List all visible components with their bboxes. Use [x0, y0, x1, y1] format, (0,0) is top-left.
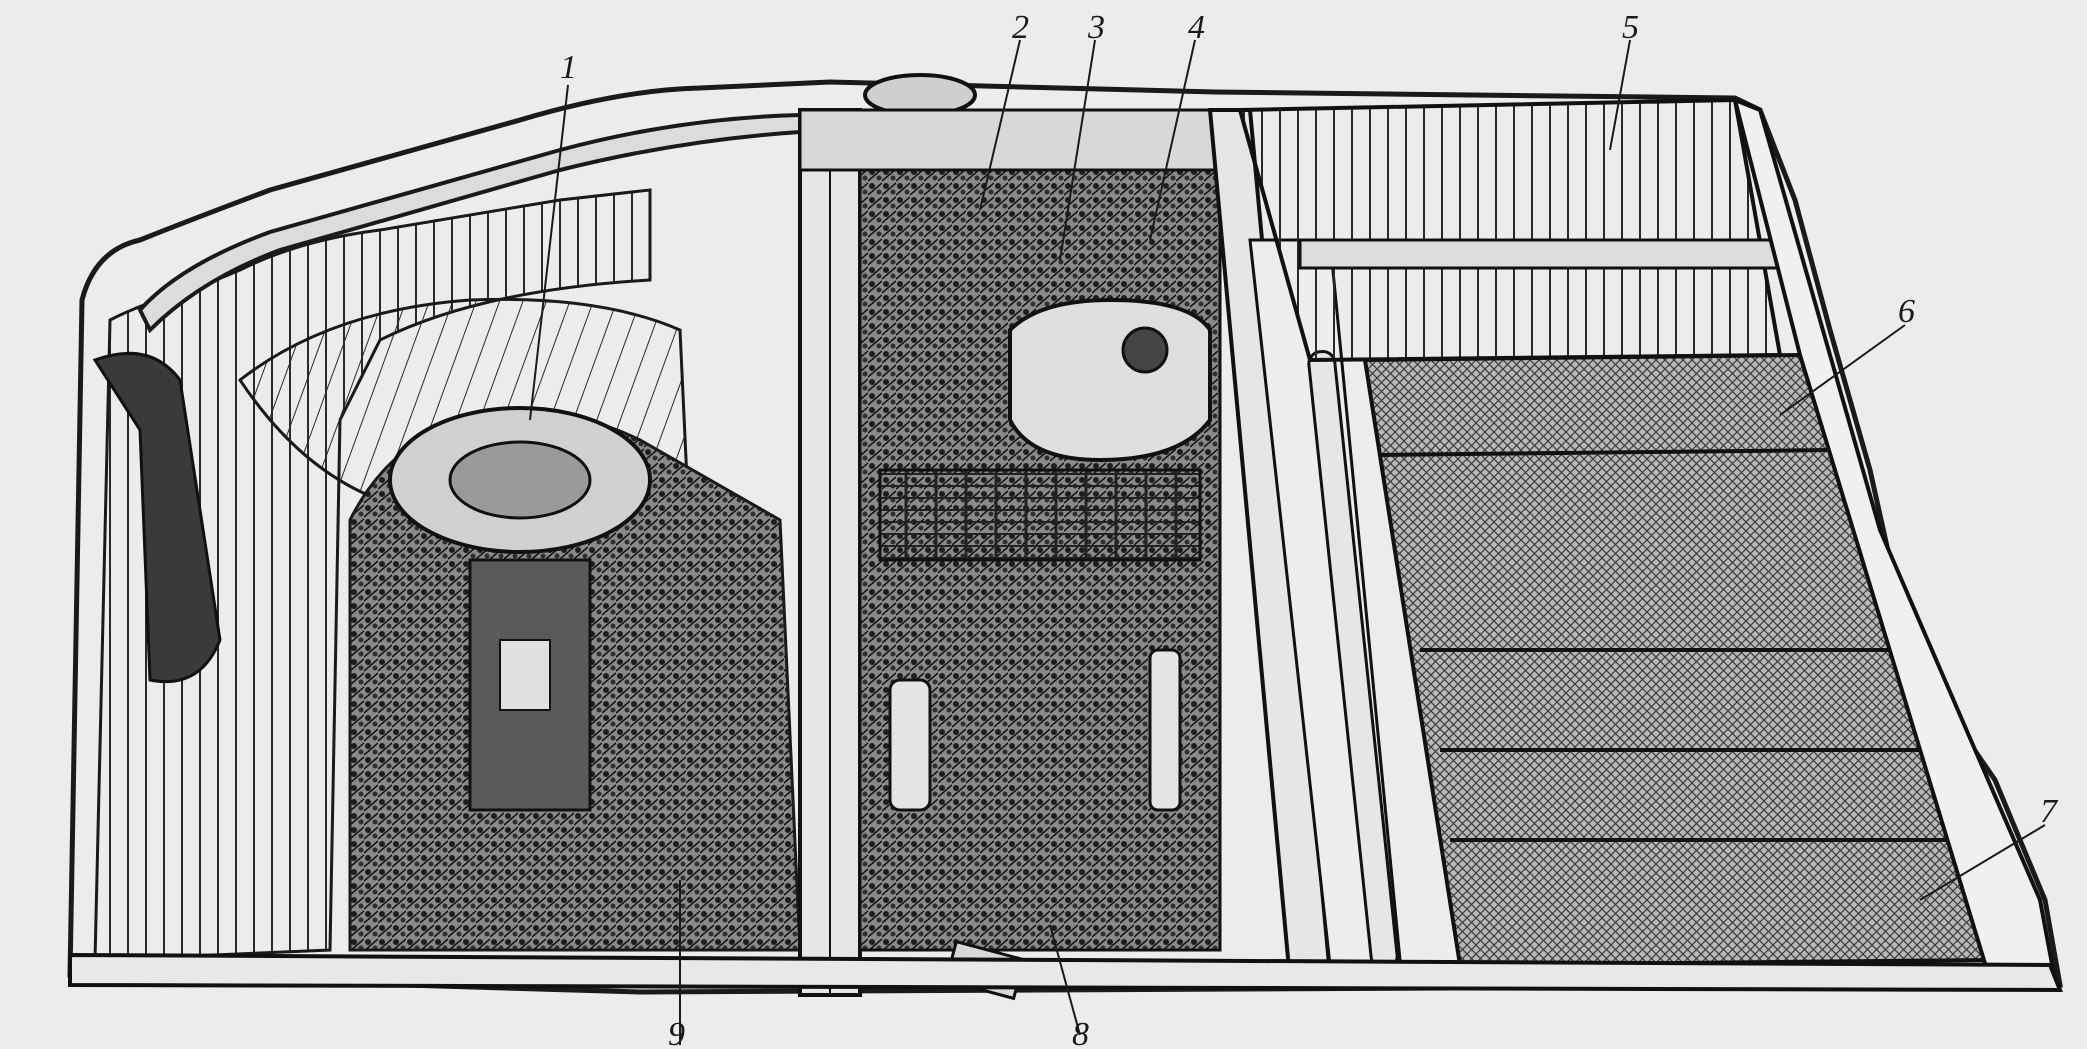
- air-cleaner: [1008, 297, 1212, 463]
- callout-5: 5: [1622, 9, 1639, 46]
- radiator-crossbar: [1298, 238, 1782, 270]
- callout-3: 3: [1087, 9, 1105, 46]
- hull-outline: [67, 79, 2063, 995]
- callout-4: 4: [1188, 9, 1205, 46]
- floor-rail: [68, 952, 2063, 993]
- left-side-bracket: [92, 351, 222, 684]
- top-beam: [798, 108, 1222, 172]
- callout-9: 9: [668, 1016, 685, 1049]
- radiator-top-fins: [1237, 97, 1783, 363]
- leader-lines: [529, 39, 2046, 1045]
- callout-2: 2: [1012, 9, 1029, 46]
- callout-6: 6: [1898, 293, 1915, 330]
- callout-8: 8: [1072, 1016, 1089, 1049]
- callout-7: 7: [2040, 793, 2059, 830]
- engine-block: [878, 468, 1202, 562]
- right-hull-panel: [1732, 96, 2058, 982]
- callouts: 1 2 3 4 5 6 7 8 9: [560, 9, 2059, 1049]
- callout-1: 1: [560, 49, 577, 86]
